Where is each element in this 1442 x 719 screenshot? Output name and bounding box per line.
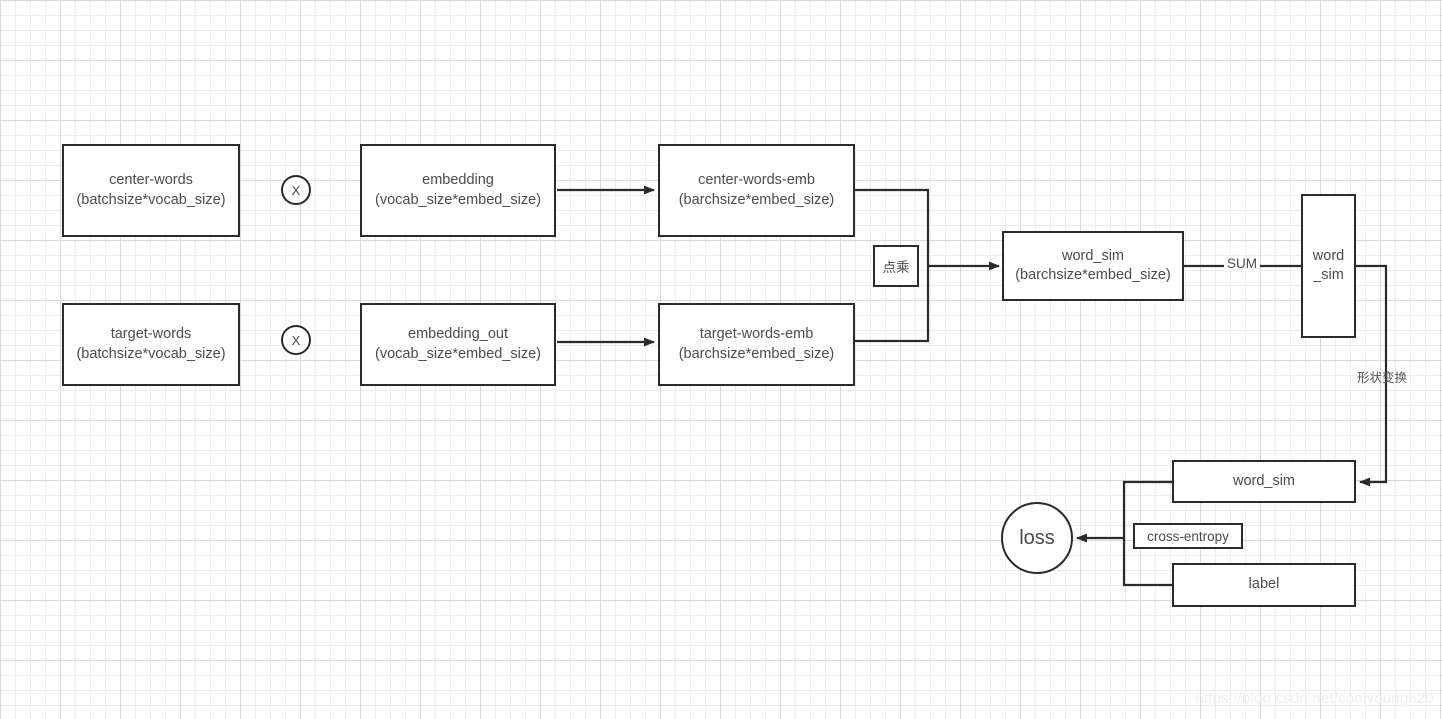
watermark: https://blog.csdn.net/coolyoung520 bbox=[1195, 690, 1434, 707]
operator-cross-entropy[interactable]: cross-entropy bbox=[1133, 523, 1243, 549]
node-target-words-line2: (batchsize*vocab_size) bbox=[76, 345, 226, 362]
node-word-sim-tall[interactable]: word _sim bbox=[1301, 194, 1356, 338]
operator-dot-product[interactable]: 点乘 bbox=[873, 245, 919, 287]
node-center-words-emb-line1: center-words-emb bbox=[698, 172, 815, 189]
node-embedding-out[interactable]: embedding_out (vocab_size*embed_size) bbox=[360, 303, 556, 386]
operator-multiply-top[interactable]: X bbox=[281, 175, 311, 205]
node-center-words[interactable]: center-words (batchsize*vocab_size) bbox=[62, 144, 240, 237]
node-embedding-line2: (vocab_size*embed_size) bbox=[374, 191, 542, 208]
node-embedding-out-line1: embedding_out bbox=[408, 326, 508, 343]
node-embedding-line1: embedding bbox=[422, 172, 494, 189]
node-loss-label: loss bbox=[1019, 526, 1055, 549]
node-word-sim-lower-line1: word_sim bbox=[1232, 472, 1296, 489]
node-target-words[interactable]: target-words (batchsize*vocab_size) bbox=[62, 303, 240, 386]
node-word-sim-main-line1: word_sim bbox=[1061, 247, 1125, 264]
node-target-words-emb[interactable]: target-words-emb (barchsize*embed_size) bbox=[658, 303, 855, 386]
node-word-sim-tall-line2: _sim bbox=[1313, 267, 1344, 283]
node-loss[interactable]: loss bbox=[1001, 502, 1073, 574]
operator-reshape-label: 形状变换 bbox=[1357, 367, 1407, 386]
node-target-words-emb-line1: target-words-emb bbox=[699, 326, 814, 343]
node-label-line1: label bbox=[1248, 576, 1280, 593]
node-word-sim-tall-line1: word bbox=[1312, 247, 1345, 264]
operator-multiply-bottom[interactable]: X bbox=[281, 325, 311, 355]
node-word-sim-lower[interactable]: word_sim bbox=[1172, 460, 1356, 503]
operator-sum-label: SUM bbox=[1224, 256, 1260, 271]
node-center-words-emb[interactable]: center-words-emb (barchsize*embed_size) bbox=[658, 144, 855, 237]
node-label[interactable]: label bbox=[1172, 563, 1356, 607]
node-embedding-out-line2: (vocab_size*embed_size) bbox=[374, 345, 542, 362]
node-word-sim-main-line2: (barchsize*embed_size) bbox=[1015, 267, 1171, 283]
operator-sum-text: SUM bbox=[1227, 256, 1257, 271]
operator-dot-product-label: 点乘 bbox=[882, 260, 910, 275]
operator-reshape-text: 形状变换 bbox=[1357, 371, 1408, 385]
node-center-words-emb-line2: (barchsize*embed_size) bbox=[678, 191, 835, 208]
node-target-words-line1: target-words bbox=[110, 326, 192, 343]
node-center-words-line1: center-words bbox=[109, 172, 193, 189]
node-center-words-line2: (batchsize*vocab_size) bbox=[76, 191, 226, 208]
node-embedding[interactable]: embedding (vocab_size*embed_size) bbox=[360, 144, 556, 237]
operator-cross-entropy-label: cross-entropy bbox=[1147, 528, 1229, 544]
node-target-words-emb-line2: (barchsize*embed_size) bbox=[678, 345, 835, 362]
operator-multiply-top-label: X bbox=[291, 182, 301, 198]
node-word-sim-main[interactable]: word_sim (barchsize*embed_size) bbox=[1002, 231, 1184, 301]
operator-multiply-bottom-label: X bbox=[291, 332, 301, 348]
